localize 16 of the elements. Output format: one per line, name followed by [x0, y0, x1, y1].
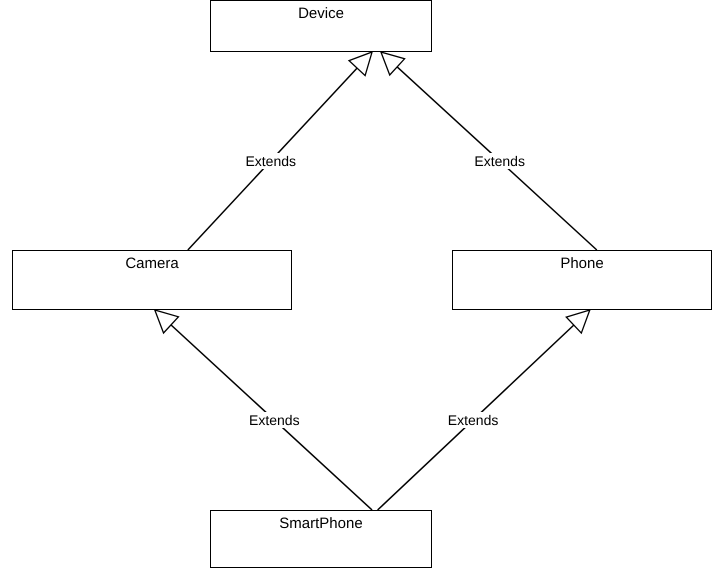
- class-box: [210, 510, 432, 568]
- class-box: [210, 0, 432, 52]
- edge-label: Extends: [248, 412, 301, 428]
- arrow: [377, 309, 590, 511]
- edge-label: Extends: [244, 152, 298, 169]
- arrow: [154, 309, 373, 511]
- class-name: Camera: [125, 255, 179, 272]
- class-box: [452, 250, 712, 310]
- class-name: SmartPhone: [279, 515, 363, 532]
- arrow: [187, 51, 373, 251]
- class-box: [12, 250, 292, 310]
- arrow: [380, 51, 598, 251]
- edge-label: Extends: [446, 412, 500, 428]
- class-name: Device: [298, 5, 344, 22]
- edge-label: Extends: [473, 152, 526, 169]
- class-name: Phone: [560, 255, 604, 272]
